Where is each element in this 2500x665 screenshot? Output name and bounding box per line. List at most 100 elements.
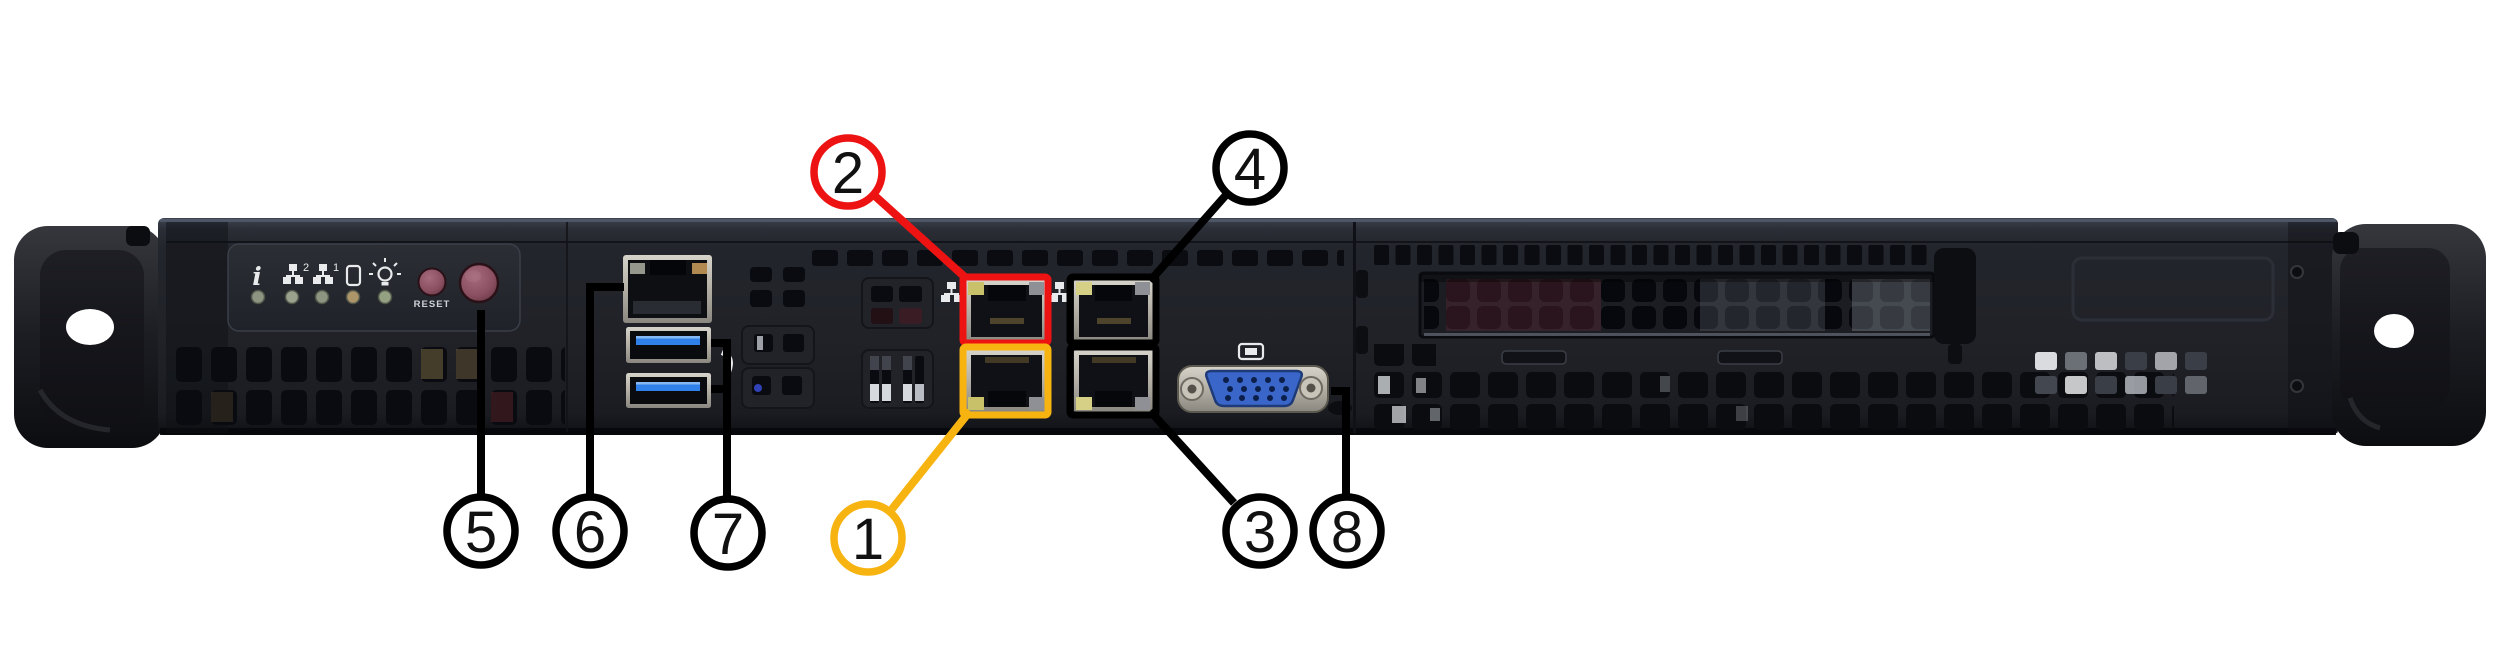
- info-led: [250, 289, 266, 305]
- vent-cluster-b: [741, 325, 815, 409]
- nic2-superscript: 2: [303, 262, 309, 274]
- left-ear-notch: [126, 226, 150, 246]
- ipmi-lan-tab-slot: [650, 260, 686, 275]
- lan-tab-slot: [988, 391, 1026, 407]
- vent-hole: [871, 308, 893, 324]
- slot-interior-light: [1852, 279, 1930, 331]
- left-mounting-hole: [66, 309, 114, 345]
- expansion-section: [1374, 248, 2304, 432]
- callout-1-line: [888, 408, 974, 512]
- vent-light: [2035, 352, 2057, 370]
- callout-4-number: 4: [1234, 137, 1266, 202]
- right-edge-shade: [2288, 222, 2338, 433]
- lan-pins: [1092, 357, 1136, 363]
- vent-hole: [2125, 352, 2147, 370]
- vent-hole: [899, 286, 922, 302]
- top-vent-row-middle: [812, 250, 1344, 267]
- ipmi-lan-port[interactable]: [623, 255, 712, 323]
- vent-slot-sheen: [882, 356, 891, 370]
- vent-slot-sheen: [903, 356, 912, 370]
- blank-panel-outline: [2071, 256, 2275, 322]
- lan-pins: [1097, 318, 1131, 324]
- ipmi-lan-inner-sheen: [633, 301, 701, 314]
- status-leds: [250, 289, 393, 305]
- nic1-led: [314, 289, 330, 305]
- slot-interior-maroon: [1446, 279, 1601, 331]
- callout-7-line: [711, 339, 731, 500]
- slot-bottom-highlight: [1424, 333, 1930, 336]
- vga-pins: [1223, 377, 1289, 401]
- lan-led-left: [968, 397, 984, 410]
- vga-screw-right-center: [1306, 383, 1316, 393]
- callout-8: 8: [1309, 493, 1385, 569]
- vent-light: [1430, 408, 1440, 421]
- callout-5: 5: [443, 493, 519, 569]
- vent-hole: [783, 290, 805, 307]
- control-plate: [227, 243, 521, 332]
- slot-latch: [1934, 248, 1976, 344]
- callout-7-number: 7: [712, 502, 744, 567]
- usb-tongue-highlight: [636, 336, 700, 339]
- panel-seam-left: [566, 222, 568, 432]
- nic2-led: [284, 289, 300, 305]
- lan-port-3[interactable]: [1074, 350, 1153, 412]
- lan-icon-left: [941, 282, 963, 302]
- vent-hole: [2155, 376, 2177, 394]
- usb-tongue-highlight: [636, 382, 700, 385]
- vent-hole: [899, 308, 922, 324]
- vent-light-glint: [757, 336, 763, 350]
- ipmi-lan-led-right: [692, 263, 707, 274]
- lan-port-4[interactable]: [1074, 280, 1153, 342]
- lan-tab-slot: [1095, 391, 1132, 407]
- panel-seam-right: [1353, 222, 1356, 433]
- usb-blue-tongue: [636, 336, 700, 345]
- vent-cluster-a: [750, 267, 805, 307]
- lan-port-1[interactable]: [966, 350, 1047, 412]
- callout-lines: [477, 192, 1350, 512]
- left-ear-highlight: [37, 388, 111, 433]
- reset-label: RESET: [414, 299, 451, 310]
- lan-led-right: [1029, 282, 1044, 295]
- usb-port-bottom[interactable]: [626, 373, 711, 408]
- seam-tab-lower: [1356, 326, 1368, 354]
- callout-3: 3: [1222, 493, 1298, 569]
- lan-port-4-highlight: [1066, 273, 1160, 347]
- callout-6-number: 6: [574, 500, 606, 565]
- slot-mesh: [1424, 277, 1930, 333]
- reset-button[interactable]: [417, 267, 447, 297]
- callout-8-line: [1331, 387, 1350, 496]
- seam-tab-upper: [1356, 270, 1368, 298]
- callout-circles: 2 4 5 6 7 1 3 8: [443, 130, 1385, 576]
- vent-light: [2095, 352, 2117, 370]
- callout-2: 2: [810, 134, 886, 210]
- power-button[interactable]: [458, 262, 500, 304]
- right-ear-notch: [2333, 232, 2359, 254]
- callout-2-number: 2: [832, 141, 864, 206]
- vent-hole: [752, 376, 771, 395]
- lan-led-right: [1135, 282, 1150, 295]
- port-highlights: [959, 273, 1160, 419]
- power-button-sheen: [465, 270, 481, 282]
- lan-led-right: [1029, 397, 1044, 410]
- slot-latch-stem: [1948, 344, 1962, 364]
- lan-port-2-highlight: [959, 273, 1052, 347]
- callout-1: 1: [830, 500, 906, 576]
- right-rack-ear: [2332, 224, 2486, 446]
- lan-led-right: [1135, 397, 1150, 410]
- vent-slot-light: [870, 384, 879, 401]
- hdd-led: [345, 289, 361, 305]
- lan-port-2[interactable]: [966, 280, 1047, 342]
- usb-port-top[interactable]: [626, 327, 711, 363]
- top-vent-row-right: [1374, 245, 1930, 266]
- slot-interior-gray: [1700, 279, 1825, 331]
- vent-slot-light: [915, 384, 924, 401]
- callout-8-number: 8: [1331, 500, 1363, 565]
- nic1-activity-icon: [313, 264, 333, 284]
- callout-4-line: [1147, 192, 1229, 284]
- vent-light: [2185, 376, 2207, 394]
- lan-led-left: [968, 282, 984, 295]
- hdd-activity-icon: [345, 264, 362, 287]
- vga-port[interactable]: [1177, 365, 1352, 415]
